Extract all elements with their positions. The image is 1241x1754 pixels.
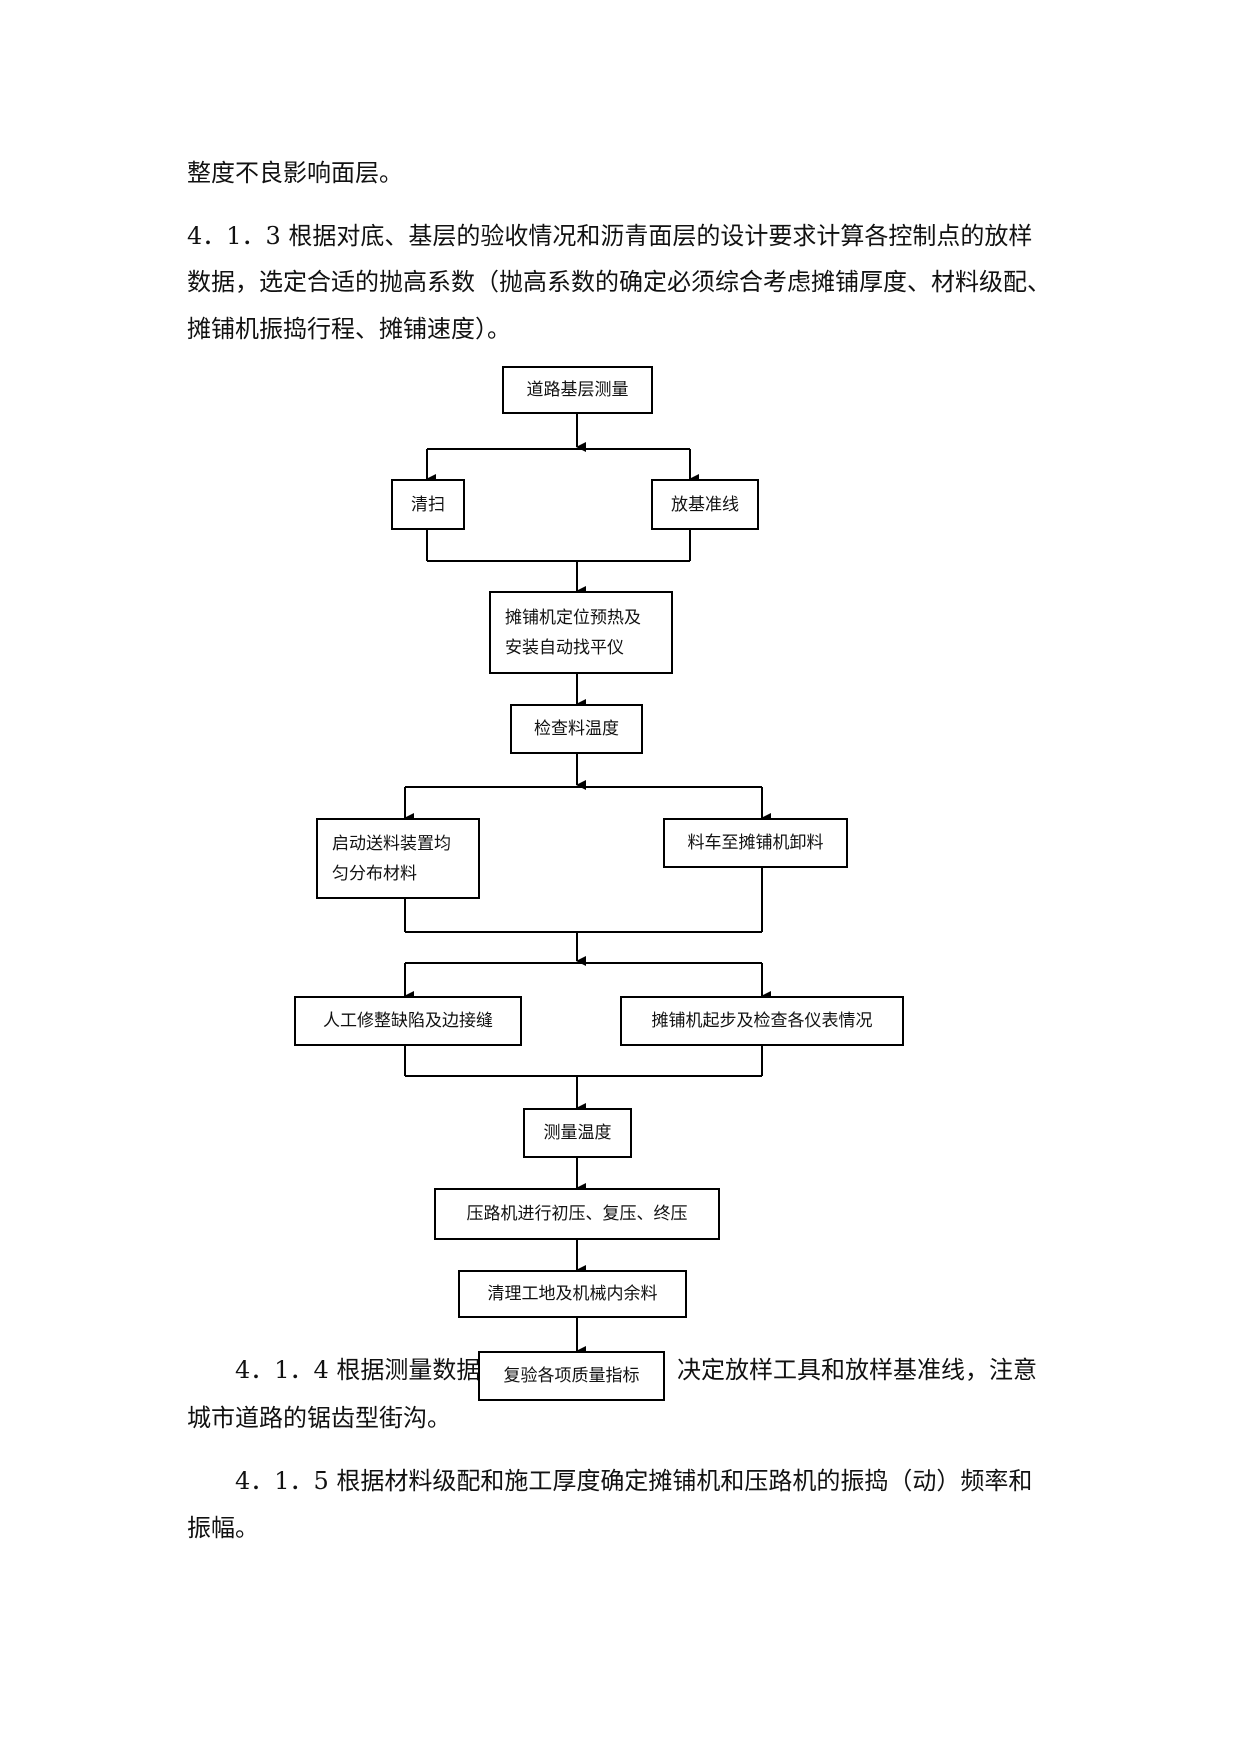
node-road-base-survey: 道路基层测量	[502, 366, 653, 414]
paragraph-3-line-1-end: 决定放样工具和放样基准线，注意	[677, 1356, 1037, 1384]
paragraph-3-line-2: 城市道路的锯齿型街沟。	[187, 1404, 451, 1432]
node-roller-compaction: 压路机进行初压、复压、终压	[434, 1188, 720, 1240]
node-label-line-1: 启动送料装置均	[332, 833, 451, 854]
node-label: 测量温度	[543, 1123, 612, 1143]
node-check-material-temperature: 检查料温度	[510, 704, 643, 754]
node-label: 检查料温度	[534, 719, 619, 739]
node-label: 人工修整缺陷及边接缝	[323, 1011, 493, 1031]
node-label-line-2: 安装自动找平仪	[505, 637, 624, 658]
paragraph-4-line-2: 振幅。	[187, 1514, 259, 1542]
node-label: 料车至摊铺机卸料	[687, 833, 824, 853]
paragraph-1: 整度不良影响面层。	[187, 159, 403, 187]
node-label-line-2: 匀分布材料	[332, 863, 417, 884]
node-label: 清扫	[411, 494, 445, 515]
node-paver-positioning: 摊铺机定位预热及 安装自动找平仪	[489, 591, 673, 674]
node-label: 放基准线	[671, 494, 739, 515]
node-label: 复验各项质量指标	[503, 1366, 640, 1386]
node-paver-start-check: 摊铺机起步及检查各仪表情况	[620, 996, 904, 1046]
node-label: 清理工地及机械内余料	[487, 1284, 658, 1304]
paragraph-2-line-3: 摊铺机振捣行程、摊铺速度）。	[187, 315, 511, 343]
node-recheck-quality: 复验各项质量指标	[478, 1351, 665, 1401]
paragraph-3-line-1-start: 4．1．4 根据测量数据	[235, 1356, 481, 1384]
node-measure-temperature: 测量温度	[523, 1108, 632, 1158]
paragraph-2-line-1: 4．1．3 根据对底、基层的验收情况和沥青面层的设计要求计算各控制点的放样	[187, 222, 1033, 250]
node-start-feeder: 启动送料装置均 匀分布材料	[316, 818, 480, 899]
node-label-line-1: 摊铺机定位预热及	[505, 607, 641, 628]
node-label: 摊铺机起步及检查各仪表情况	[651, 1011, 873, 1031]
paragraph-2-line-2: 数据，选定合适的抛高系数（抛高系数的确定必须综合考虑摊铺厚度、材料级配、	[187, 268, 1051, 296]
node-truck-unloading: 料车至摊铺机卸料	[663, 818, 848, 868]
node-set-reference-line: 放基准线	[651, 479, 759, 530]
node-site-cleanup: 清理工地及机械内余料	[458, 1270, 687, 1318]
node-manual-repair: 人工修整缺陷及边接缝	[294, 996, 522, 1046]
node-cleaning: 清扫	[391, 479, 465, 530]
node-label: 道路基层测量	[526, 380, 629, 400]
node-label: 压路机进行初压、复压、终压	[466, 1204, 688, 1224]
paragraph-4-line-1: 4．1．5 根据材料级配和施工厚度确定摊铺机和压路机的振捣（动）频率和	[235, 1467, 1033, 1495]
